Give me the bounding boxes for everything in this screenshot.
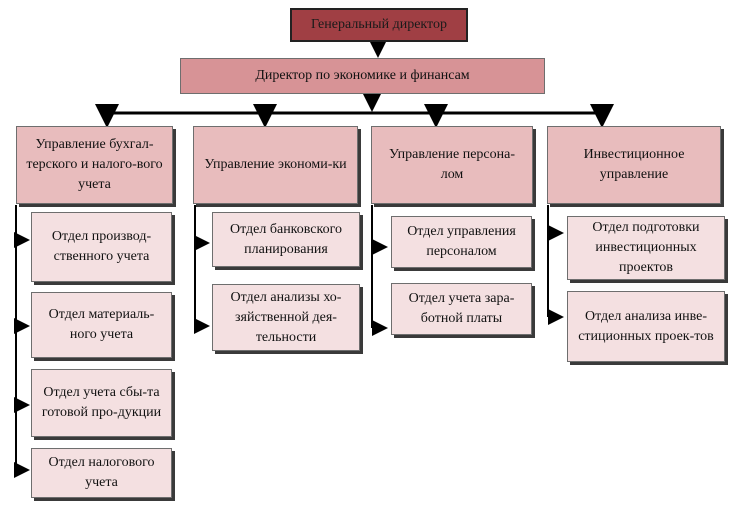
unit-label: Отдел банковского планирования <box>229 221 342 257</box>
unit-label: Отдел подготовки инвестиционных проектов <box>592 220 700 275</box>
unit-bank-planning: Отдел банковского планирования <box>212 212 360 267</box>
director-box: Директор по экономике и финансам <box>180 58 545 94</box>
unit-payroll: Отдел учета зара-ботной платы <box>391 283 532 335</box>
unit-label: Отдел материаль-ного учета <box>48 307 155 342</box>
unit-material-accounting: Отдел материаль-ного учета <box>31 292 172 358</box>
director-label: Директор по экономике и финансам <box>255 68 470 83</box>
department-economics: Управление экономи-ки <box>193 126 358 204</box>
unit-project-analysis: Отдел анализа инве-стиционных проек-тов <box>567 291 725 362</box>
unit-sales-accounting: Отдел учета сбы-та готовой про-дукции <box>31 369 172 437</box>
unit-tax-accounting: Отдел налогового учета <box>31 448 172 498</box>
unit-label: Отдел управления персоналом <box>407 224 516 259</box>
unit-label: Отдел производ-ственного учета <box>51 229 152 264</box>
department-title: Инвестиционное управление <box>583 147 685 182</box>
unit-label: Отдел учета зара-ботной платы <box>408 291 515 326</box>
department-personnel: Управление персона-лом <box>371 126 533 204</box>
unit-business-analysis: Отдел анализы хо-зяйственной дея-тельнос… <box>212 284 360 351</box>
unit-personnel-management: Отдел управления персоналом <box>391 216 532 268</box>
department-accounting: Управление бухгал-терского и налого-вого… <box>16 126 173 204</box>
ceo-label: Генеральный директор <box>311 17 447 32</box>
department-title: Управление экономи-ки <box>204 157 347 172</box>
unit-label: Отдел анализа инве-стиционных проек-тов <box>578 308 714 344</box>
unit-label: Отдел учета сбы-та готовой про-дукции <box>41 385 162 420</box>
department-investment: Инвестиционное управление <box>547 126 721 204</box>
unit-label: Отдел анализы хо-зяйственной дея-тельнос… <box>230 289 342 345</box>
ceo-box: Генеральный директор <box>290 8 468 42</box>
department-title: Управление бухгал-терского и налого-вого… <box>26 137 163 192</box>
unit-label: Отдел налогового учета <box>48 455 155 490</box>
department-title: Управление персона-лом <box>389 147 515 182</box>
unit-production-accounting: Отдел производ-ственного учета <box>31 212 172 282</box>
unit-project-preparation: Отдел подготовки инвестиционных проектов <box>567 216 725 280</box>
